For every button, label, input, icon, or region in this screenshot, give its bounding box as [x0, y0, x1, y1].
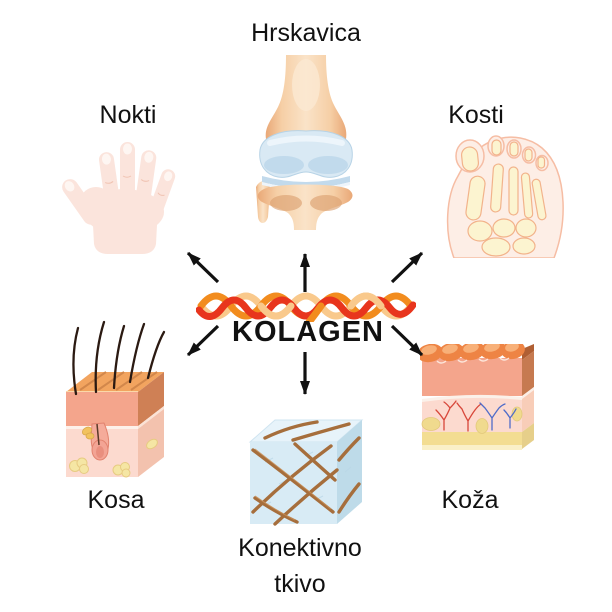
label-hair: Kosa [87, 486, 145, 514]
foot-bones-illustration [446, 135, 564, 258]
skin-hair-follicle-illustration [66, 320, 166, 478]
hand-illustration [62, 142, 176, 254]
arrow-down-right [390, 324, 424, 357]
arrows-overlay [186, 251, 424, 395]
label-cartilage: Hrskavica [251, 19, 361, 47]
label-skin: Koža [441, 486, 499, 514]
tissue-cube-illustration [248, 419, 364, 526]
skin-layers-illustration [420, 344, 534, 450]
collagen-title: KOLAGEN [232, 316, 384, 348]
knee-joint-illustration [256, 55, 353, 230]
label-bones: Kosti [448, 101, 504, 129]
label-nails: Nokti [99, 101, 157, 129]
arrow-up-left [186, 251, 220, 284]
label-connective-tissue: Konektivno tkivo [238, 534, 362, 599]
collagen-fiber-illustration [196, 292, 416, 322]
arrow-down-left [186, 324, 220, 357]
arrow-up-right [390, 251, 424, 284]
